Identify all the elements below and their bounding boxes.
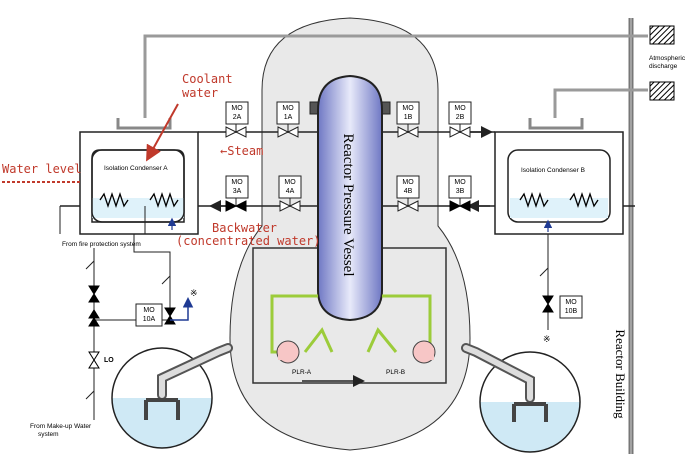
suppression-pool-a [111,343,233,449]
plr-a-label: PLR-A [292,369,312,376]
closed-valve-symbols [225,200,471,212]
steam-label: ←Steam [220,144,263,158]
coolant-pointer-arrow [146,103,179,162]
vent-grate-icon [649,81,675,101]
valve-stems [235,124,461,206]
reactor-pressure-vessel-label: Reactor Pressure Vessel [340,133,356,276]
backwater-label: Backwater (concentrated water) [176,221,321,248]
vent-grate-icon [649,25,675,45]
feed-valve-symbol-b [542,295,554,313]
coil-b-right [569,191,599,209]
from-makeup-water-label: From Make-up Water system [30,423,93,438]
isolation-condenser-b-label: Isolation Condenser B [521,167,585,174]
coolant-water-label: Coolant water [182,72,240,100]
break-mark-icon [85,260,549,400]
blue-feed-line [170,297,194,321]
reactor-pressure-vessel: Reactor Pressure Vessel [309,74,391,322]
lo-label: LO [104,357,114,364]
suppression-pool-b [461,343,581,453]
plr-b-label: PLR-B [386,369,405,376]
reactor-building-label: Reactor Building [613,329,628,419]
coil-a-left [99,191,129,209]
isolation-condenser-a-label: Isolation Condenser A [104,165,168,172]
from-fire-protection-label: From fire protection system [62,241,141,248]
asterisk-mark-a: ※ [190,288,198,298]
atmospheric-discharge-label: Atmospheric discharge [649,55,687,70]
water-level-label: Water level [2,162,81,176]
coil-b-left [519,191,549,209]
coil-a-right [149,191,179,209]
lo-valve-symbol [88,351,100,369]
isolation-condenser-a: Isolation Condenser A [79,118,199,235]
atmospheric-discharge-pipes [143,34,648,118]
feed-valve-symbols [88,285,176,327]
isolation-condenser-b: Isolation Condenser B [494,118,624,235]
asterisk-mark-b: ※ [543,334,551,344]
